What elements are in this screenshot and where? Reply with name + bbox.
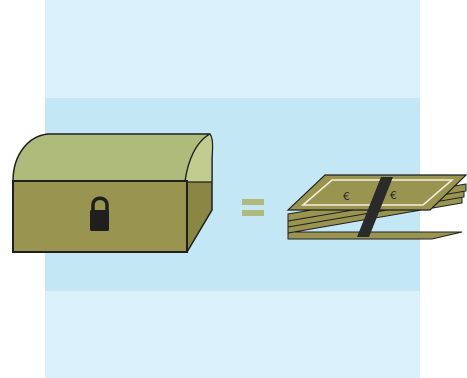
- banknote-stack-icon: € €: [288, 175, 466, 239]
- svg-text:€: €: [390, 189, 397, 202]
- equals-sign-icon: [242, 199, 264, 216]
- treasure-chest-icon: [13, 134, 213, 252]
- svg-text:€: €: [343, 190, 350, 203]
